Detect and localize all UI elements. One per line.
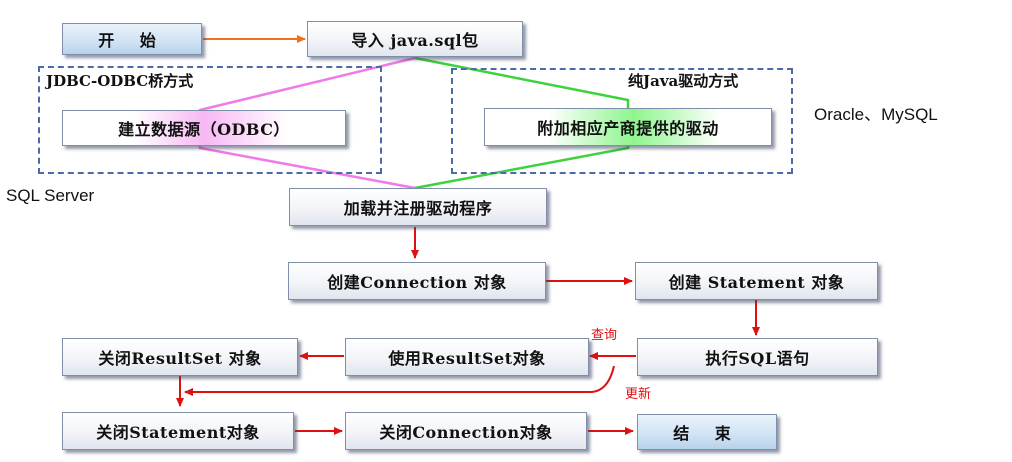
pure-java-label: 纯Java驱动方式 <box>626 70 741 91</box>
close-resultset-node: 关闭ResultSet 对象 <box>62 338 298 376</box>
jdbc-odbc-label: JDBC-ODBC桥方式 <box>44 70 196 91</box>
create-connection-node: 创建Connection 对象 <box>288 262 546 300</box>
use-resultset-node: 使用ResultSet对象 <box>345 338 589 376</box>
pure-java-region <box>451 68 793 174</box>
vendor-driver-node: 附加相应产商提供的驱动 <box>484 108 772 146</box>
close-statement-node: 关闭Statement对象 <box>62 412 294 450</box>
oracle-mysql-note: Oracle、MySQL <box>814 105 938 124</box>
arrow-execute-update-path <box>184 365 615 396</box>
start-node: 开 始 <box>62 23 202 55</box>
end-node: 结 束 <box>637 414 777 450</box>
odbc-source-node: 建立数据源（ODBC） <box>62 110 346 146</box>
update-note: 更新 <box>625 386 652 401</box>
create-statement-node: 创建 Statement 对象 <box>635 262 878 300</box>
jdbc-odbc-region <box>38 66 382 174</box>
query-note: 查询 <box>591 327 618 342</box>
close-connection-node: 关闭Connection对象 <box>345 412 587 450</box>
execute-sql-node: 执行SQL语句 <box>637 338 878 376</box>
import-node: 导入 java.sql包 <box>307 21 523 57</box>
load-driver-node: 加载并注册驱动程序 <box>289 188 547 226</box>
sql-server-note: SQL Server <box>6 186 95 205</box>
